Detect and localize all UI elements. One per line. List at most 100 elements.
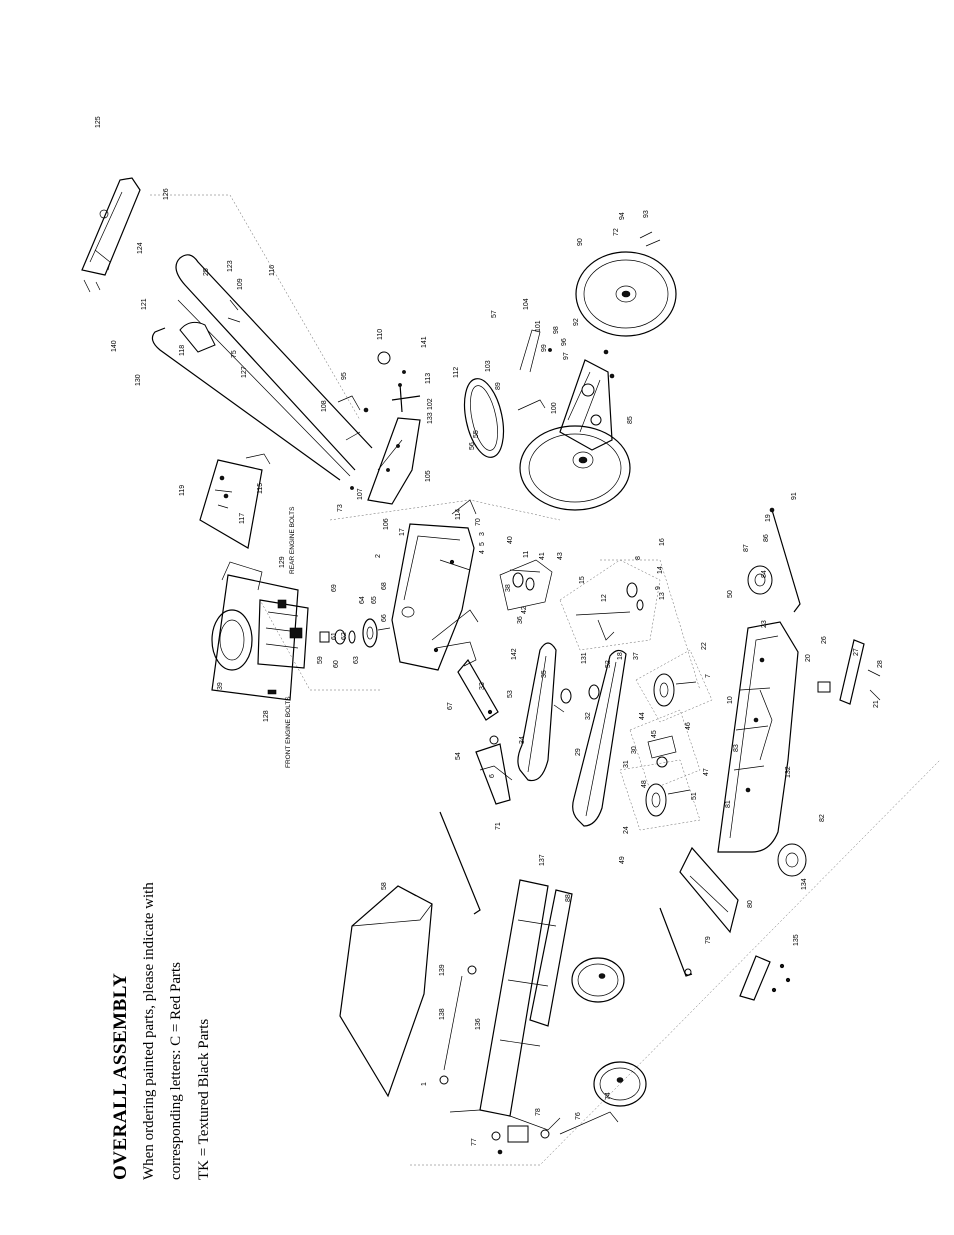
part-label: 128 — [263, 710, 270, 722]
deck-belts — [517, 642, 627, 827]
part-label: 127 — [241, 366, 248, 378]
part-label: 133 — [427, 412, 434, 424]
part-label: 86 — [763, 534, 770, 542]
part-label: 125 — [95, 116, 102, 128]
part-label: 99 — [541, 344, 548, 352]
part-label: 19 — [765, 514, 772, 522]
part-label: 101 — [535, 320, 542, 332]
part-label: 107 — [357, 488, 364, 500]
rear-wheel-right — [575, 231, 677, 337]
part-label: 141 — [421, 336, 428, 348]
part-label: 96 — [561, 338, 568, 346]
lower-rod — [439, 811, 481, 1085]
part-label: 6 — [489, 774, 496, 778]
handle-hardware — [337, 351, 421, 490]
grass-catcher — [339, 885, 433, 1098]
part-label: 137 — [539, 854, 546, 866]
deck-rod-top — [769, 507, 801, 613]
part-label: 25 — [203, 268, 210, 276]
part-label: 77 — [471, 1138, 478, 1146]
part-label: 53 — [507, 690, 514, 698]
part-label: 84 — [761, 570, 768, 578]
spindle-assembly-left — [635, 649, 713, 723]
part-label: 80 — [747, 900, 754, 908]
idler-bracket-upper — [499, 559, 553, 611]
part-label: 30 — [631, 746, 638, 754]
part-number-labels: 125 126 124 116 123 25 121 140 130 75 12… — [95, 116, 884, 1146]
part-label: 118 — [179, 345, 186, 356]
part-label: 45 — [651, 730, 658, 738]
part-label: 140 — [111, 340, 118, 352]
part-label: 126 — [163, 188, 170, 200]
part-label: 5 — [479, 542, 486, 546]
part-label: 59 — [317, 656, 324, 664]
control-panel — [199, 453, 271, 549]
part-label: 61 — [331, 632, 338, 640]
part-label: 114 — [455, 509, 462, 520]
part-label: 113 — [425, 373, 432, 384]
part-label: 74 — [605, 1092, 612, 1100]
part-label: 100 — [551, 402, 558, 414]
part-label: 94 — [619, 212, 626, 220]
lift-linkage — [457, 658, 513, 805]
part-label: 58 — [381, 882, 388, 890]
part-label: 8 — [635, 556, 642, 560]
part-label: 117 — [239, 513, 246, 524]
part-label: 20 — [805, 654, 812, 662]
spindle-assembly-right — [619, 759, 701, 831]
part-label: 54 — [455, 752, 462, 760]
part-label: 103 — [485, 360, 492, 372]
part-label: 4 — [479, 550, 486, 554]
part-label: 129 — [279, 556, 286, 568]
part-label: 81 — [725, 800, 732, 808]
part-label: 88 — [565, 894, 572, 902]
part-label: 90 — [577, 238, 584, 246]
part-label: 37 — [633, 652, 640, 660]
part-label: 50 — [727, 590, 734, 598]
top-belt — [463, 378, 505, 458]
part-label: 46 — [685, 722, 692, 730]
part-label: 85 — [627, 416, 634, 424]
part-label: 41 — [539, 552, 546, 560]
part-label: 116 — [269, 265, 276, 276]
leader-lines — [150, 194, 941, 1166]
part-label: 78 — [535, 1108, 542, 1116]
engine — [211, 561, 309, 701]
part-label: 91 — [791, 492, 798, 500]
part-label: 108 — [321, 400, 328, 412]
part-label: 72 — [613, 228, 620, 236]
part-label: 71 — [495, 822, 502, 830]
part-label: 27 — [853, 648, 860, 656]
part-label: 70 — [475, 518, 482, 526]
part-label: 97 — [563, 352, 570, 360]
front-chassis — [449, 879, 573, 1131]
part-label: 119 — [179, 485, 186, 496]
part-label: 60 — [333, 660, 340, 668]
part-label: 49 — [619, 856, 626, 864]
part-label: 112 — [453, 367, 460, 378]
part-label: 51 — [691, 792, 698, 800]
front-wheel-upper — [571, 957, 625, 1003]
part-label: 65 — [371, 596, 378, 604]
part-label: 89 — [495, 382, 502, 390]
part-label: 93 — [643, 210, 650, 218]
part-label: 139 — [439, 964, 446, 976]
part-label: 52 — [605, 660, 612, 668]
part-label: 12 — [601, 594, 608, 602]
part-label: 10 — [727, 696, 734, 704]
part-label: 124 — [137, 242, 144, 254]
part-label: 32 — [585, 712, 592, 720]
part-label: 115 — [257, 483, 264, 494]
part-label: 121 — [141, 298, 148, 310]
part-label: 109 — [237, 278, 244, 290]
bracket-137 — [739, 955, 791, 1001]
part-label: 142 — [511, 648, 518, 660]
handle-frame — [151, 254, 373, 481]
part-label: 136 — [475, 1018, 482, 1030]
part-label: 39 — [217, 682, 224, 690]
part-label: 2 — [375, 554, 382, 558]
part-label: 98 — [553, 326, 560, 334]
part-label: 130 — [135, 374, 142, 386]
part-label: 92 — [573, 318, 580, 326]
